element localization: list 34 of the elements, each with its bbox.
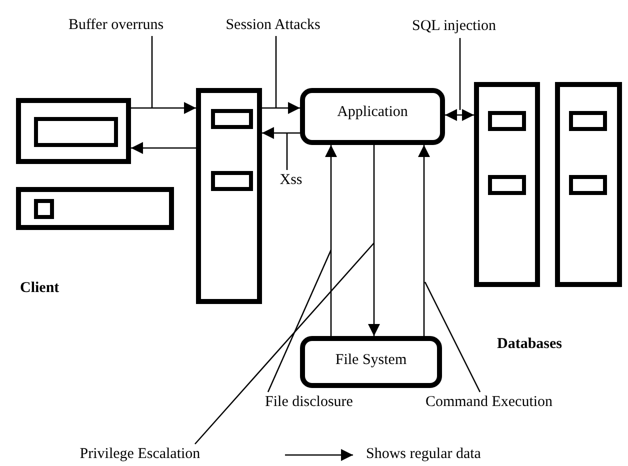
arrow — [131, 102, 196, 114]
leader-line — [459, 38, 461, 110]
attack-label: Xss — [277, 170, 305, 190]
server-tower-drawing — [196, 88, 262, 304]
node-label: File System — [334, 351, 408, 369]
process-box — [300, 88, 445, 145]
group-label: Databases — [497, 335, 562, 353]
arrow — [418, 145, 430, 336]
arrow — [262, 127, 300, 139]
node-label: Application — [336, 103, 409, 121]
arrow — [325, 145, 337, 336]
attack-label: Privilege Escalation — [60, 444, 220, 464]
database-server-drawing — [555, 82, 622, 287]
attack-label: Buffer overruns — [50, 14, 182, 36]
arrow — [131, 142, 196, 154]
group-label: Client — [20, 279, 60, 297]
attack-label: File disclosure — [252, 392, 366, 412]
leader-line — [194, 242, 374, 444]
arrow — [368, 145, 380, 336]
process-box — [300, 336, 442, 388]
attack-label: SQL injection — [398, 14, 510, 38]
arrow — [262, 102, 300, 114]
legend-label: Shows regular data — [366, 445, 481, 463]
leader-line — [267, 250, 332, 392]
leader-line — [151, 36, 153, 108]
database-server-drawing — [474, 82, 540, 287]
leader-line — [424, 282, 481, 392]
attack-label: Session Attacks — [214, 14, 332, 36]
monitor-drawing — [16, 98, 131, 164]
leader-line — [286, 133, 288, 170]
keyboard-drawing — [16, 187, 174, 230]
attack-label: Command Execution — [405, 392, 573, 412]
arrow — [445, 109, 474, 121]
leader-line — [275, 36, 277, 108]
